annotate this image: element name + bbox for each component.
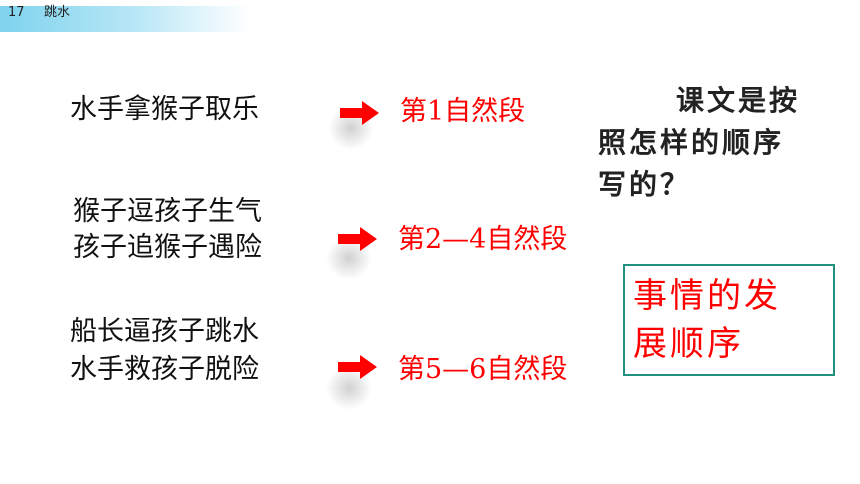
question-line-3: 写的？ [598, 168, 692, 201]
arrow-right-icon [338, 355, 377, 379]
lesson-title: 跳水 [44, 5, 71, 20]
arrow-right-icon [338, 227, 377, 251]
question-line-1: 课文是按 [676, 84, 801, 117]
paragraph-label-1: 第1自然段 [400, 96, 526, 127]
event-line-1: 水手拿猴子取乐 [70, 94, 259, 125]
event-line-2: 猴子逗孩子生气 [73, 196, 262, 227]
paragraph-label-3: 第5—6自然段 [398, 354, 568, 385]
paragraph-label-2: 第2—4自然段 [398, 224, 568, 255]
question-line-2: 照怎样的顺序 [598, 126, 785, 159]
event-line-5: 水手救孩子脱险 [70, 354, 259, 385]
answer-line-2: 展顺序 [633, 324, 744, 364]
header-bar [0, 6, 250, 32]
lesson-number: 17 [8, 5, 25, 20]
event-line-4: 船长逼孩子跳水 [70, 316, 259, 347]
answer-line-1: 事情的发 [633, 276, 781, 316]
question-text: 课文是按 照怎样的顺序 写的？ [598, 80, 838, 206]
answer-text: 事情的发 展顺序 [633, 272, 829, 368]
answer-box: 事情的发 展顺序 [623, 264, 835, 376]
event-line-3: 孩子追猴子遇险 [73, 232, 262, 263]
arrow-right-icon [340, 101, 379, 125]
